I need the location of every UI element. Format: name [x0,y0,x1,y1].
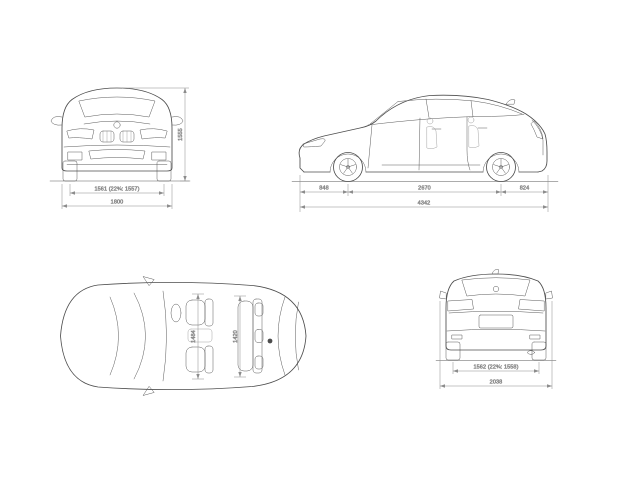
side-front-seat [426,126,438,150]
top-view: 1484 1420 [60,276,307,396]
front-body-outline [61,87,173,172]
front-right-foglight [151,151,167,161]
side-front-headrest [426,117,434,125]
wheelbase-dim-label: 2670 [418,186,431,192]
side-view-dimensions: 848 2670 824 4342 [299,175,549,212]
side-tailgate-inner-line [531,119,544,156]
top-right-mirror-icon [142,386,155,396]
front-width-dim-label: 1800 [111,200,124,206]
side-c-pillar [470,100,474,118]
front-center-intake [88,149,146,160]
rear-wheel [486,152,516,182]
brand-roundel-rear [492,285,500,293]
steering-wheel [170,303,182,323]
front-height-extension-lines [122,87,189,182]
front-view-dimensions: 1561 (22¾: 1557) 1800 1555 [61,87,189,209]
rear-bench-top-view [237,298,264,374]
rear-left-mirror-icon [439,290,447,300]
front-windshield [78,96,156,118]
rear-window [461,277,531,297]
rear-body-outline [445,273,547,351]
right-mirror-icon [171,116,184,126]
top-roof-front-edge [162,290,167,382]
front-bumper-crease [63,144,171,148]
front-hood-crease [83,120,151,125]
side-front-door-seam [418,117,421,171]
top-view-dimensions: 1484 1420 [191,293,246,380]
front-height-dim-label: 1555 [178,128,184,141]
front-left-headlight [66,128,95,140]
front-view-car [49,87,191,182]
front-track-dim-label: 1561 (22¾: 1557) [94,187,139,193]
side-rear-headrest [467,116,475,124]
rear-view: 1562 (22¾: 1558) 2038 [435,269,557,389]
top-left-mirror-icon [142,276,155,286]
tailgate-crease [448,311,544,314]
rear-overhang-dim-label: 824 [520,186,529,192]
side-a-pillar [369,101,399,125]
rear-right-taillight [518,299,545,312]
side-view-car [291,94,559,182]
front-view: 1561 (22¾: 1557) 1800 1555 [49,87,191,209]
rear-bumper-crease [446,329,546,332]
license-plate [478,314,514,329]
top-view-car [60,276,307,396]
rear-right-mirror-icon [545,290,553,300]
top-windshield-arc [133,292,146,380]
fuel-filler-marker [267,338,273,344]
rear-left-reflector [451,334,463,340]
top-hood-line [109,296,119,376]
side-taillight [530,120,544,140]
overall-length-dim-label: 4342 [418,201,431,207]
front-wheel [333,152,363,182]
interior-width-front-dim-label: 1484 [191,330,197,343]
side-door-handles [431,127,488,130]
side-wheel-arches [329,153,520,173]
side-view: 848 2670 824 4342 [291,94,559,212]
side-rear-door-seam [466,116,471,171]
front-right-headlight [139,128,168,140]
side-b-pillar [425,98,430,118]
side-belt-line [367,114,525,126]
interior-width-rear-dim-label: 1420 [233,330,239,343]
rear-left-wheel [445,341,461,361]
top-tailgate-edge [295,301,299,371]
rear-antenna-fin [491,269,499,275]
rear-left-taillight [447,299,474,312]
front-left-foglight [67,151,83,161]
rear-right-wheel [531,341,547,361]
grille-slats [102,130,132,143]
brand-roundel-front [113,121,121,129]
exhaust-tip [527,350,535,355]
side-rear-seat [468,125,480,149]
left-mirror-icon [50,116,63,126]
rear-track-dim-label: 1562 (22¾: 1558) [473,365,518,371]
rear-right-reflector [529,334,541,340]
side-body-outline [298,94,548,173]
top-rear-window-arc [277,296,286,376]
rear-view-dimensions: 1562 (22¾: 1558) 2038 [439,301,553,389]
rear-view-car [435,269,557,361]
side-glass-top-edge [397,98,523,115]
rear-width-extension-lines [439,301,553,389]
roof-antenna-fin [505,99,516,105]
rear-width-dim-label: 2038 [490,380,503,386]
center-console [187,328,213,343]
side-headlight [302,138,326,148]
side-front-fender-seam [367,124,373,169]
front-seats-top-view [185,298,214,374]
front-overhang-dim-label: 848 [319,186,328,192]
top-body-outline [60,281,307,391]
